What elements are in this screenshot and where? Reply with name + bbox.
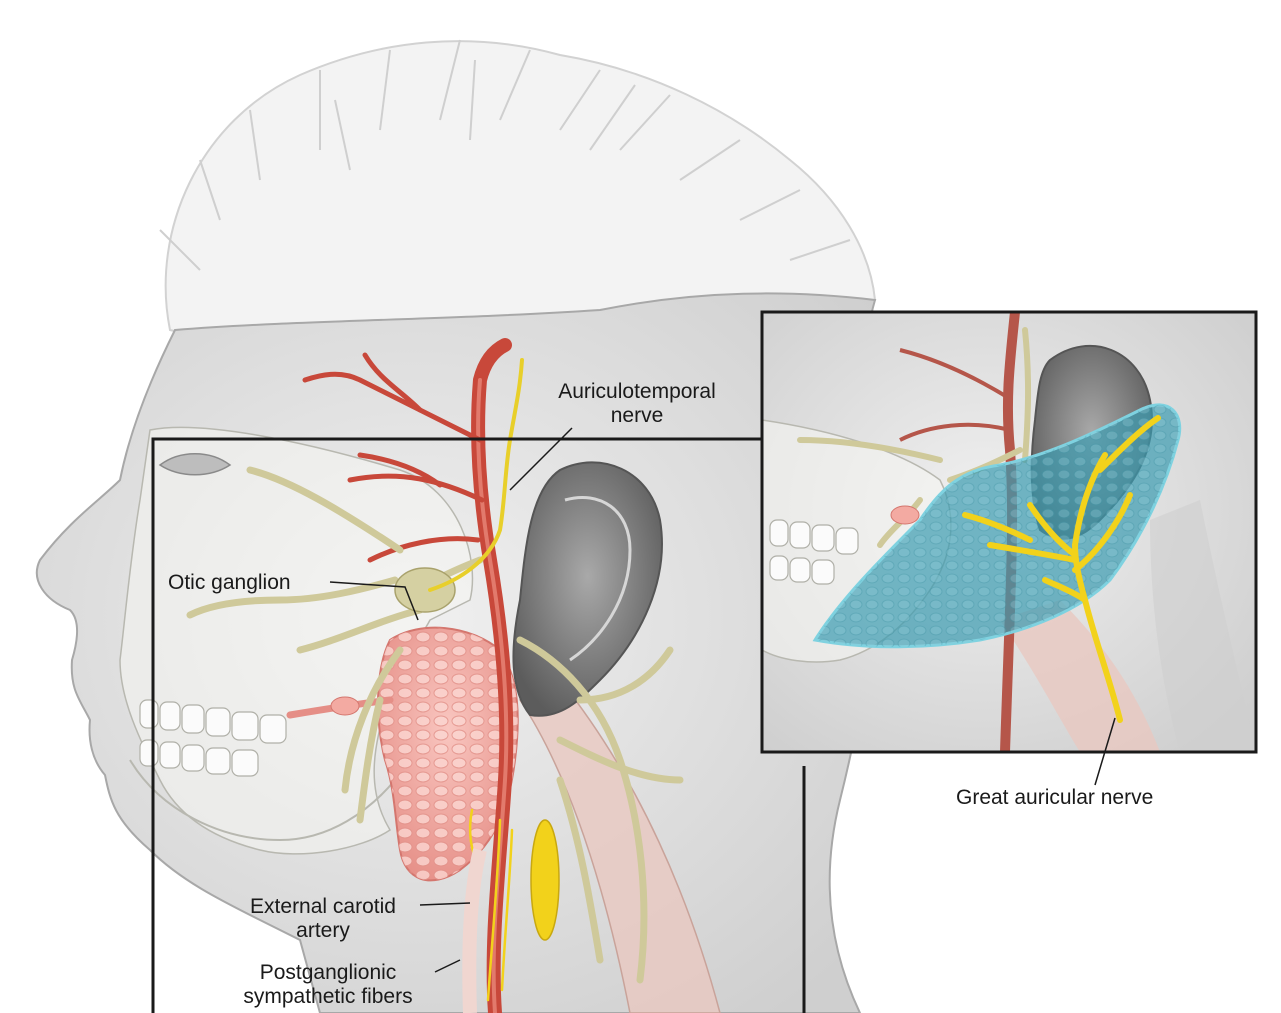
- main-head: [37, 40, 875, 1013]
- inset-panel: [762, 312, 1256, 752]
- superior-cervical-ganglion: [531, 820, 559, 940]
- otic-ganglion: [395, 568, 455, 612]
